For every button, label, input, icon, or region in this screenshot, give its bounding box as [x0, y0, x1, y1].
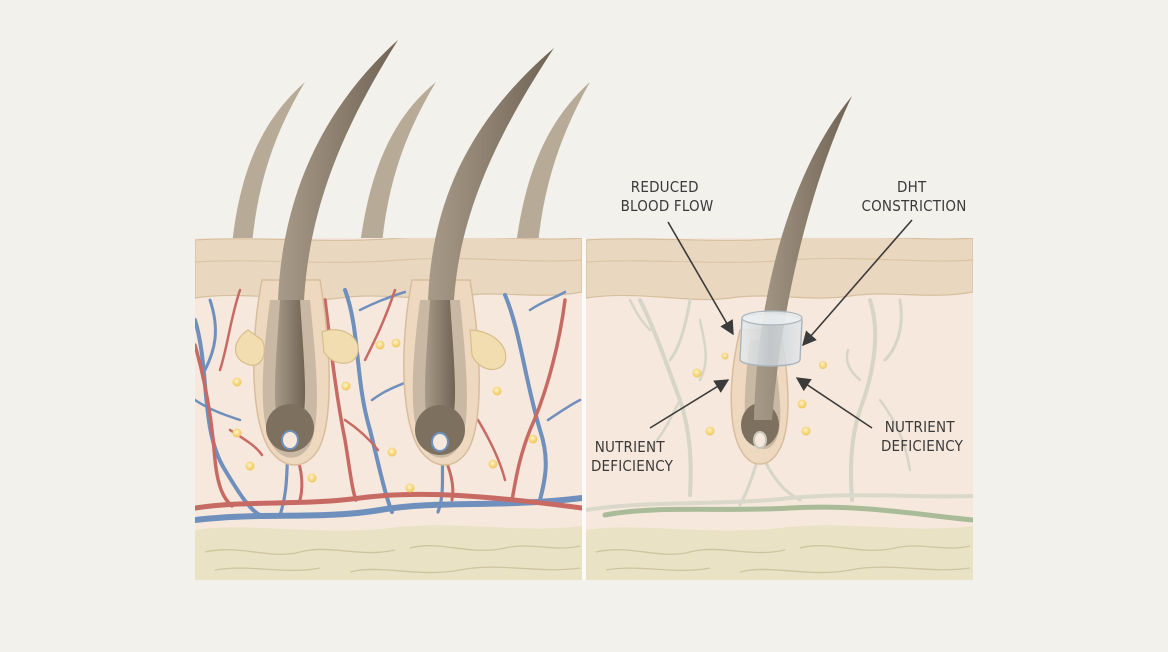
sebaceous-gland: [234, 329, 265, 366]
faded-main-vessel: [602, 504, 973, 523]
hair-bulb: [266, 404, 314, 452]
label-dht-constriction: DHT CONSTRICTION: [861, 178, 966, 215]
arteries: [195, 288, 582, 511]
label-nutrient-deficiency-right: NUTRIENT DEFICIENCY: [881, 418, 964, 455]
panel-divider: [582, 238, 586, 580]
dermal-papilla: [281, 430, 299, 450]
hair-shaft-left-1: [278, 40, 398, 300]
follicle-left-2: [403, 279, 507, 466]
sebaceous-gland: [469, 329, 507, 371]
dermal-papilla: [753, 431, 767, 449]
hair-shaft-left-2: [428, 48, 554, 300]
dht-constriction-ring: [739, 310, 803, 367]
follicle-left-1: [234, 279, 330, 466]
dermal-papilla: [431, 432, 449, 452]
arrow-nutrient-right: [795, 377, 873, 429]
annotation-arrows: [649, 219, 913, 429]
hair-bulb: [415, 405, 465, 455]
annotation-labels: REDUCED BLOOD FLOW DHT CONSTRICTION NUTR…: [591, 178, 966, 475]
restricted-scalp-panel: [586, 96, 973, 580]
arrow-nutrient-left: [649, 379, 730, 429]
background-hair-shafts: [232, 82, 590, 245]
sebaceous-gland: [321, 329, 359, 364]
arrow-dht-constriction: [802, 219, 913, 347]
subcutaneous-layer: [586, 525, 973, 580]
healthy-scalp-panel: [195, 40, 590, 580]
label-nutrient-deficiency-left: NUTRIENT DEFICIENCY: [591, 438, 674, 475]
subcutaneous-layer: [195, 525, 582, 580]
arrow-reduced-blood-flow: [667, 221, 734, 336]
nutrient-particles-left: [232, 338, 538, 493]
veins: [195, 288, 582, 523]
epidermis-layer: [195, 238, 582, 301]
label-reduced-blood-flow: REDUCED BLOOD FLOW: [621, 178, 714, 215]
nutrient-particles-right: [692, 352, 827, 436]
